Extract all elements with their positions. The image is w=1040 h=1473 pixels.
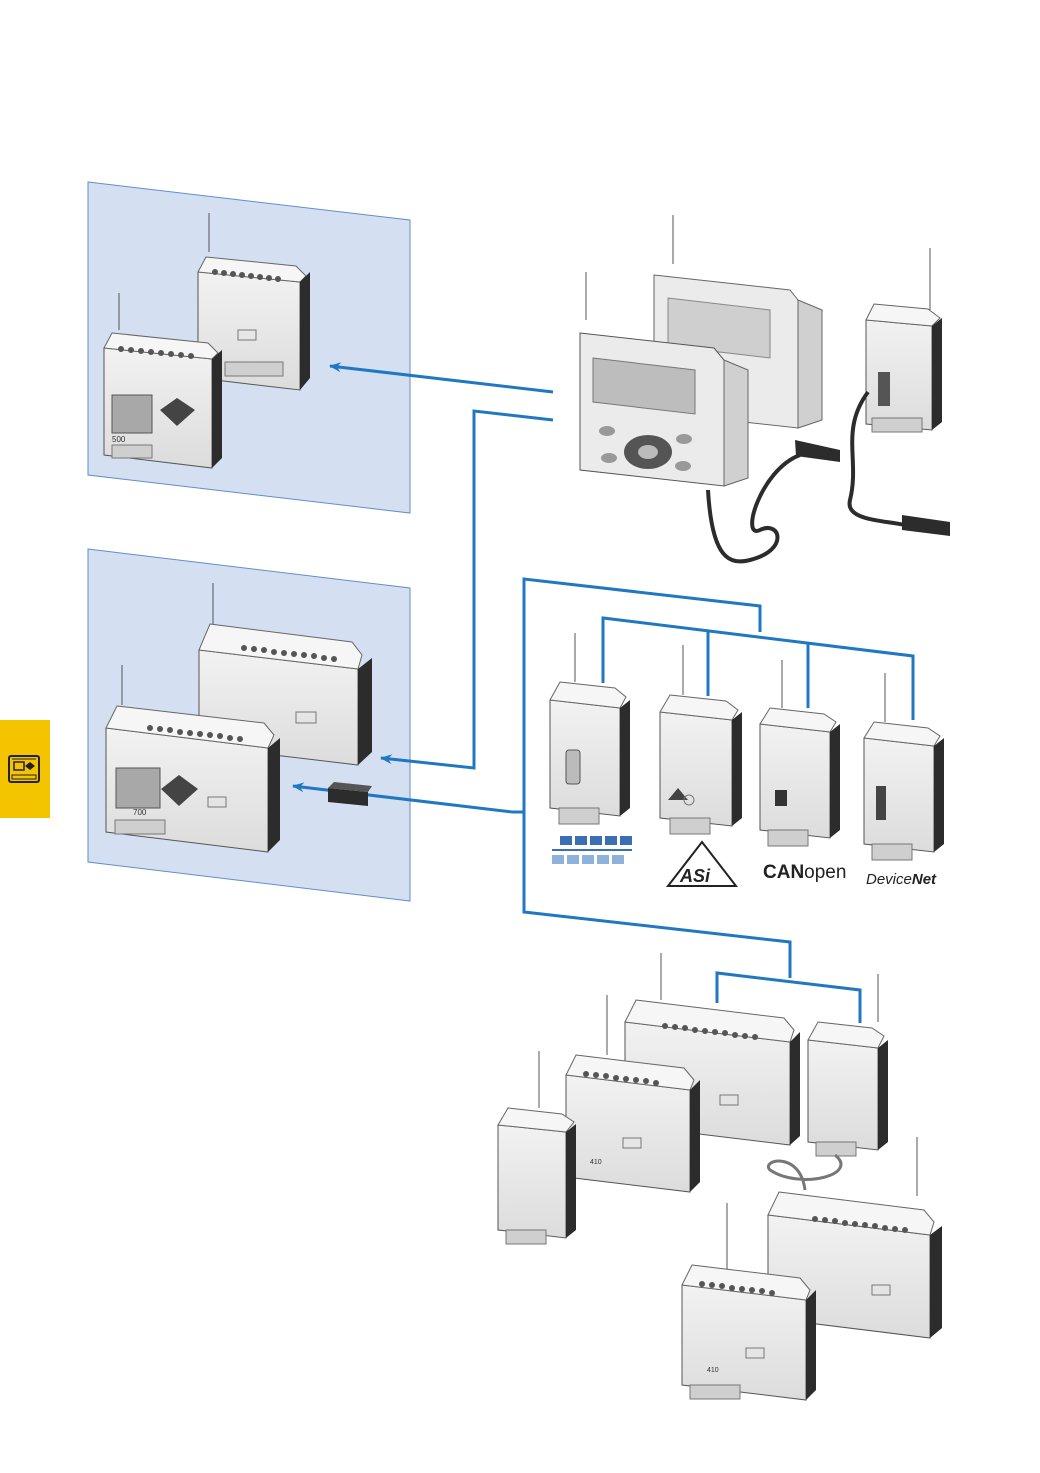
devicenet-module: [863, 721, 944, 861]
asi-module: [659, 694, 742, 835]
easy618-mid: 410: [565, 1054, 700, 1193]
easy500-badge: 500: [112, 435, 126, 444]
easy500-cursor-keys: [160, 398, 195, 426]
cable-1: [706, 440, 840, 564]
canopen-module: [759, 707, 840, 847]
profibus-module: [549, 681, 630, 825]
easylink-plug: [328, 782, 372, 806]
bus-trunk: [512, 577, 762, 814]
easy700-lcd: [115, 767, 161, 809]
easy410-bottom: 410: [681, 1264, 816, 1401]
canopen-logo: CANopen: [763, 862, 846, 883]
easy700-cursor-keys: [161, 775, 198, 806]
easy410-left: [497, 1107, 576, 1245]
easy410-mid-badge: 410: [590, 1159, 602, 1166]
easy700-badge: 700: [133, 808, 147, 817]
io-branch: [715, 971, 862, 1023]
easy410-bottom-badge: 410: [707, 1367, 719, 1374]
profibus-logo: [552, 836, 632, 864]
chapter-tab: [0, 720, 50, 818]
easy500-display: 500: [103, 332, 222, 469]
connector-mfd-to-easy700: [380, 409, 554, 770]
easy202-right: [807, 1021, 888, 1157]
connector-lines: [292, 362, 915, 1023]
easy500-lcd: [111, 394, 153, 434]
svg-text:CANopen: CANopen: [763, 862, 846, 883]
leader-lines: [118, 213, 931, 1270]
mfd-display-front: [579, 332, 749, 487]
easy700-display: 700: [105, 705, 280, 853]
devicenet-logo: DeviceNet: [866, 871, 937, 888]
plc-device-icon: [8, 755, 40, 783]
connector-mfd-to-easy500: [329, 362, 554, 394]
asi-logo: ASi: [665, 840, 739, 887]
bus-branch: [601, 616, 915, 720]
svg-text:DeviceNet: DeviceNet: [866, 871, 937, 888]
io-trunk: [522, 812, 792, 978]
cable-2: [847, 390, 950, 536]
easy500-base: [197, 256, 310, 391]
mfd-cpu: [865, 303, 942, 433]
svg-text:ASi: ASi: [679, 866, 711, 886]
io-link-cable: [766, 1153, 843, 1191]
